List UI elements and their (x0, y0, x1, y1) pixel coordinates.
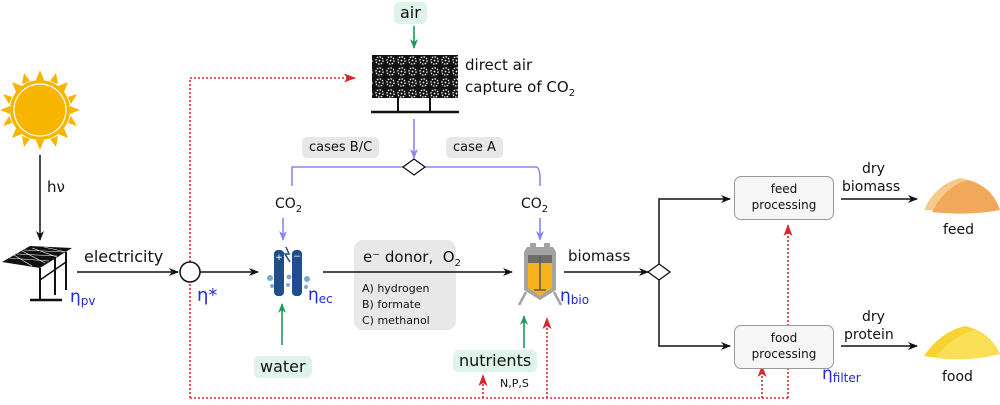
donor-option-hydrogen: A) hydrogen (362, 282, 430, 295)
feed-processing-box: feed processing (734, 176, 834, 220)
eta-ec-label: ηec (308, 285, 333, 306)
electron-donor-label: e⁻ donor, O2 (363, 248, 461, 269)
svg-text:−: − (293, 252, 301, 262)
cases-bc-label: cases B/C (302, 137, 380, 158)
electron-donor-box (354, 240, 456, 330)
dry-protein-label-2: protein (844, 327, 894, 343)
svg-text:+: + (275, 253, 283, 263)
product-split-node (646, 263, 672, 281)
bioreactor-icon (517, 243, 563, 306)
eta-bio-label: ηbio (560, 286, 590, 307)
photon-label: hν (47, 178, 65, 196)
sun-icon (0, 70, 80, 150)
case-a-label: case A (446, 137, 503, 158)
eta-pv-label: ηpv (70, 287, 96, 308)
nutrients-input-badge: nutrients (453, 350, 538, 372)
donor-options-list: A) hydrogen B) formate C) methanol (362, 281, 430, 329)
dry-protein-label-1: dry (862, 309, 885, 325)
feed-label: feed (943, 222, 975, 238)
air-input-badge: air (394, 2, 427, 24)
eta-star-label: η* (197, 285, 218, 306)
dac-label-line1: direct air (465, 56, 533, 74)
eta-filter-label: ηfilter (822, 364, 861, 385)
case-split-node (401, 158, 427, 176)
power-junction-node (179, 261, 201, 283)
food-label: food (942, 369, 973, 385)
solar-panel-icon (2, 246, 72, 302)
food-processing-box: food processing (734, 325, 834, 369)
food-pile-icon (924, 326, 1000, 360)
co2-left-label: CO2 (275, 196, 303, 215)
donor-option-formate: B) formate (362, 298, 421, 311)
biomass-label: biomass (568, 247, 631, 265)
nutrients-elements-label: N,P,S (500, 377, 529, 390)
direct-air-capture-icon (371, 55, 459, 114)
electrolyzer-icon: + − (267, 246, 310, 296)
co2-right-label: CO2 (521, 196, 549, 215)
energy-distribution-lines (189, 73, 793, 399)
dac-label-line2: capture of CO2 (465, 78, 576, 99)
dry-biomass-label-1: dry (862, 161, 885, 177)
electricity-label: electricity (84, 247, 164, 266)
donor-option-methanol: C) methanol (362, 314, 430, 327)
water-input-badge: water (254, 356, 312, 378)
dry-biomass-label-2: biomass (842, 179, 901, 195)
to-food-processing-arrow (658, 280, 731, 350)
feed-pile-icon (924, 178, 1000, 214)
to-feed-processing-arrow (658, 195, 731, 264)
co2-distribution-lines (279, 119, 544, 241)
